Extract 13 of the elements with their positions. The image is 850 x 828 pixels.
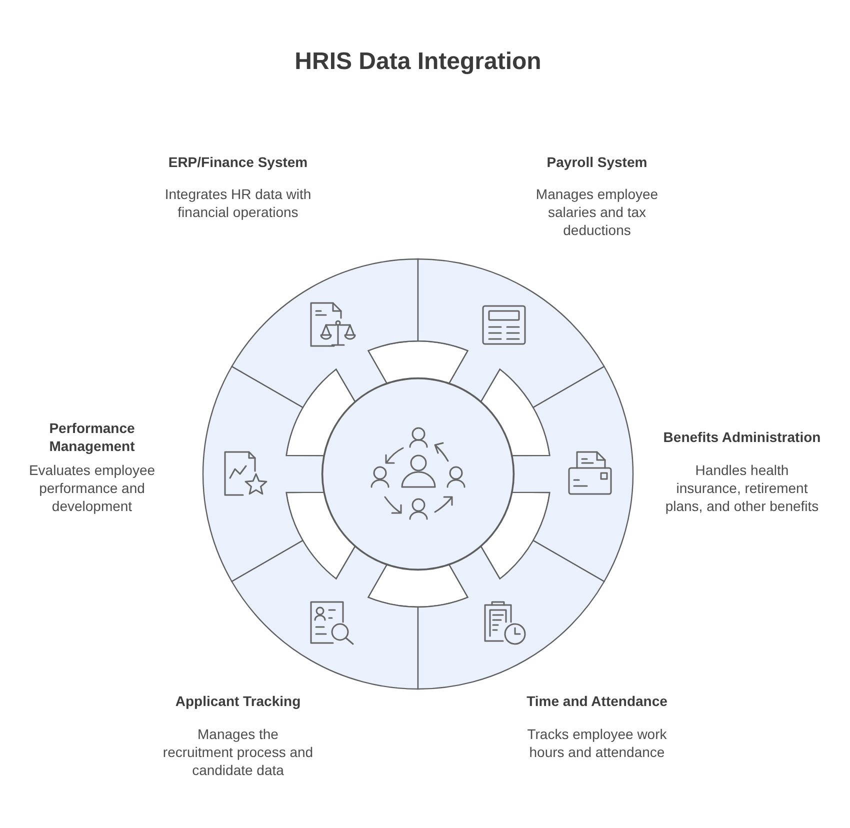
segment-title: Applicant Tracking — [175, 692, 301, 710]
segment-description: Manages the recruitment process and candidate data — [162, 725, 314, 779]
segment-description: Manages employee salaries and tax deductions — [534, 185, 660, 239]
segment-title: Payroll System — [546, 153, 648, 171]
diagram-title: HRIS Data Integration — [294, 47, 542, 77]
segment-description: Evaluates employee performance and development — [28, 461, 156, 515]
segment-description: Tracks employee work hours and attendance — [526, 725, 668, 761]
segment-description: Integrates HR data with financial operations — [164, 185, 312, 221]
segment-title: ERP/Finance System — [168, 153, 308, 171]
segment-title: Time and Attendance — [526, 692, 668, 710]
segment-title: Performance Management — [48, 419, 136, 455]
segment-title: Benefits Administration — [663, 428, 821, 446]
segment-description: Handles health insurance, retirement plans, and other benefits — [664, 461, 820, 515]
